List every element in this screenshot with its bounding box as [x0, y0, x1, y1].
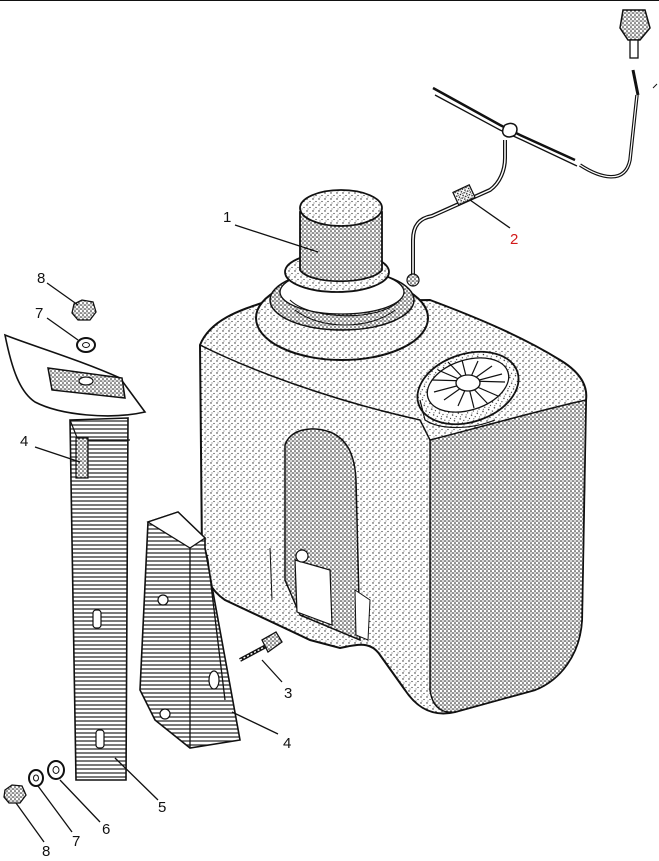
callout-7-bottom: 7: [72, 833, 80, 850]
callout-8-bottom: 8: [42, 843, 50, 860]
rubber-pad: [139, 511, 241, 749]
callout-7-top: 7: [35, 305, 43, 322]
filler-cap: [284, 189, 390, 293]
leader-lines: [15, 199, 511, 843]
callout-8-top: 8: [37, 270, 45, 287]
flat-washer: [47, 760, 65, 780]
callout-1: 1: [223, 209, 231, 226]
callout-3: 3: [284, 685, 292, 702]
mounting-strap: [69, 417, 130, 781]
lock-washer-bottom: [28, 769, 44, 787]
washer-hose: [406, 9, 658, 287]
bolt: [239, 631, 283, 662]
washer-pump: [416, 350, 520, 429]
callout-2: 2: [510, 231, 518, 248]
nut-bottom: [3, 784, 27, 804]
lock-washer-top: [76, 337, 96, 353]
callout-5: 5: [158, 799, 166, 816]
callout-4-strap: 4: [20, 433, 28, 450]
mounting-bracket: [3, 333, 147, 417]
callout-6: 6: [102, 821, 110, 838]
callout-4-pad: 4: [283, 735, 291, 752]
